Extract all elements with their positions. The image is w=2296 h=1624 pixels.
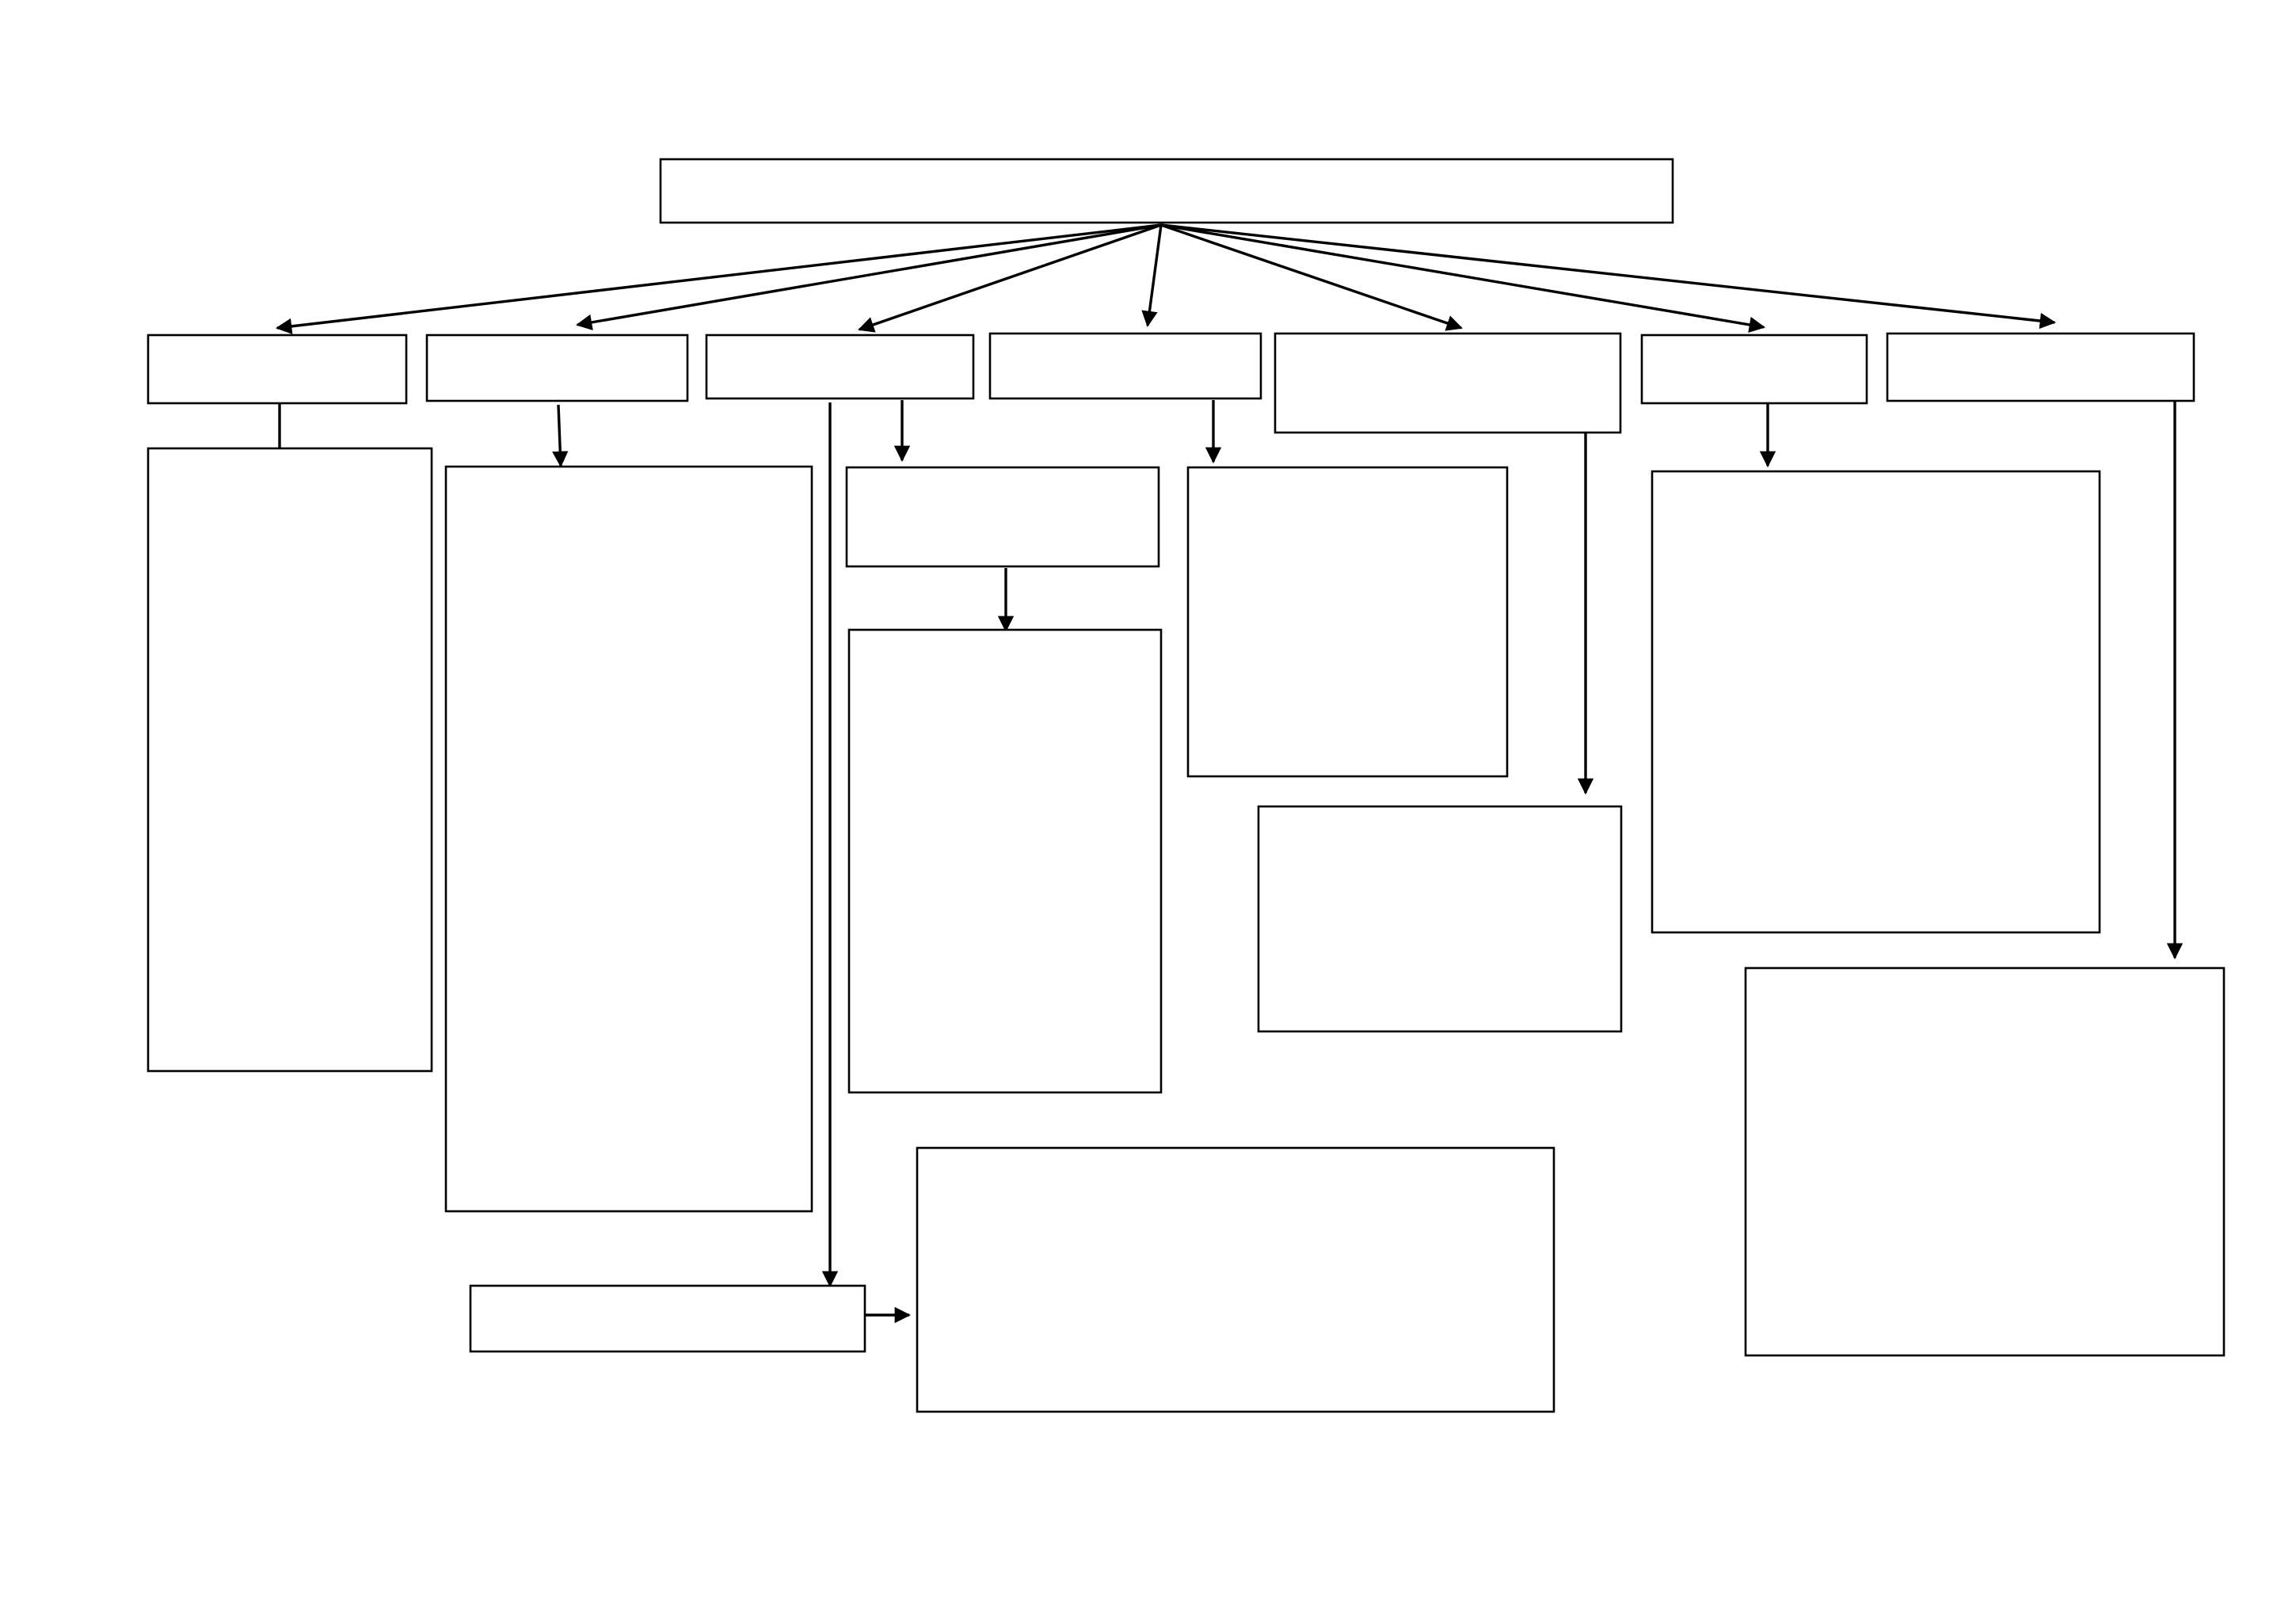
node-level1-f	[1640, 334, 1868, 405]
edge-root-to-level1-c	[858, 223, 1162, 333]
node-a-detail	[147, 447, 433, 1073]
node-c-bottom	[469, 1284, 866, 1353]
node-c-sub	[845, 466, 1160, 568]
edge-root-to-level1-d	[1141, 224, 1163, 328]
node-level1-a	[147, 334, 408, 405]
node-root	[659, 158, 1674, 224]
node-c-sub-detail	[847, 628, 1163, 1094]
edge-root-to-level1-a	[275, 223, 1162, 335]
edge-root-to-level1-e	[1160, 223, 1463, 331]
edge-level1-b-to-b-detail	[552, 404, 569, 468]
node-level1-b	[425, 334, 689, 402]
node-g-detail	[1744, 966, 2226, 1357]
node-level1-d	[988, 332, 1262, 400]
node-level1-g	[1886, 332, 2195, 402]
node-e-detail	[1257, 805, 1623, 1033]
node-level1-e	[1274, 332, 1622, 434]
edge-root-to-level1-b	[575, 223, 1162, 330]
edge-root-to-level1-g	[1160, 223, 2057, 330]
node-c-bottom-detail	[916, 1146, 1555, 1413]
node-b-detail	[444, 465, 813, 1213]
node-f-detail	[1651, 470, 2101, 934]
node-level1-c	[705, 334, 975, 400]
node-d-detail	[1186, 466, 1509, 778]
edge-root-to-level1-f	[1160, 223, 1766, 333]
